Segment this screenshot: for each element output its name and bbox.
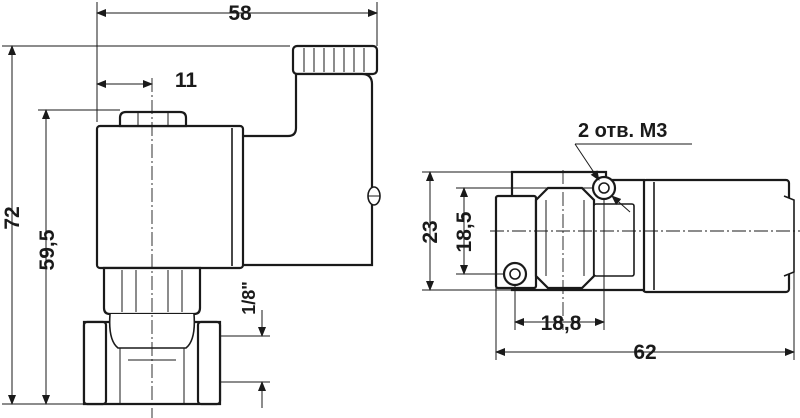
side-dimensions: 23 18,5 18,8 62 2 отв. M3 [419, 120, 795, 364]
callout-mounting-holes: 2 отв. M3 [578, 120, 667, 142]
dim-side-length: 62 [633, 341, 656, 364]
side-view [490, 170, 800, 330]
side-hex-body [534, 186, 596, 290]
right-port [196, 320, 222, 406]
dim-side-height: 23 [419, 220, 442, 243]
connector-cap [291, 44, 379, 76]
coil-body [95, 124, 245, 270]
dim-height-to-port: 59,5 [36, 229, 59, 270]
dim-side-hole-spacing: 18,5 [453, 211, 476, 252]
top-nut [118, 110, 188, 128]
left-port [82, 320, 108, 406]
dim-thread: 1/8" [239, 281, 259, 315]
connector-plug [238, 72, 374, 267]
front-dimensions: 58 11 72 59,5 1/8" [1, 2, 378, 408]
front-view [82, 44, 381, 418]
dim-center-offset: 11 [175, 69, 198, 92]
mounting-hole-bottom [502, 261, 528, 287]
dim-overall-width: 58 [228, 2, 252, 25]
side-coil [641, 178, 791, 294]
dim-port-spacing: 18,8 [541, 312, 582, 335]
dim-overall-height: 72 [1, 206, 24, 229]
mounting-hole-top [591, 175, 617, 201]
